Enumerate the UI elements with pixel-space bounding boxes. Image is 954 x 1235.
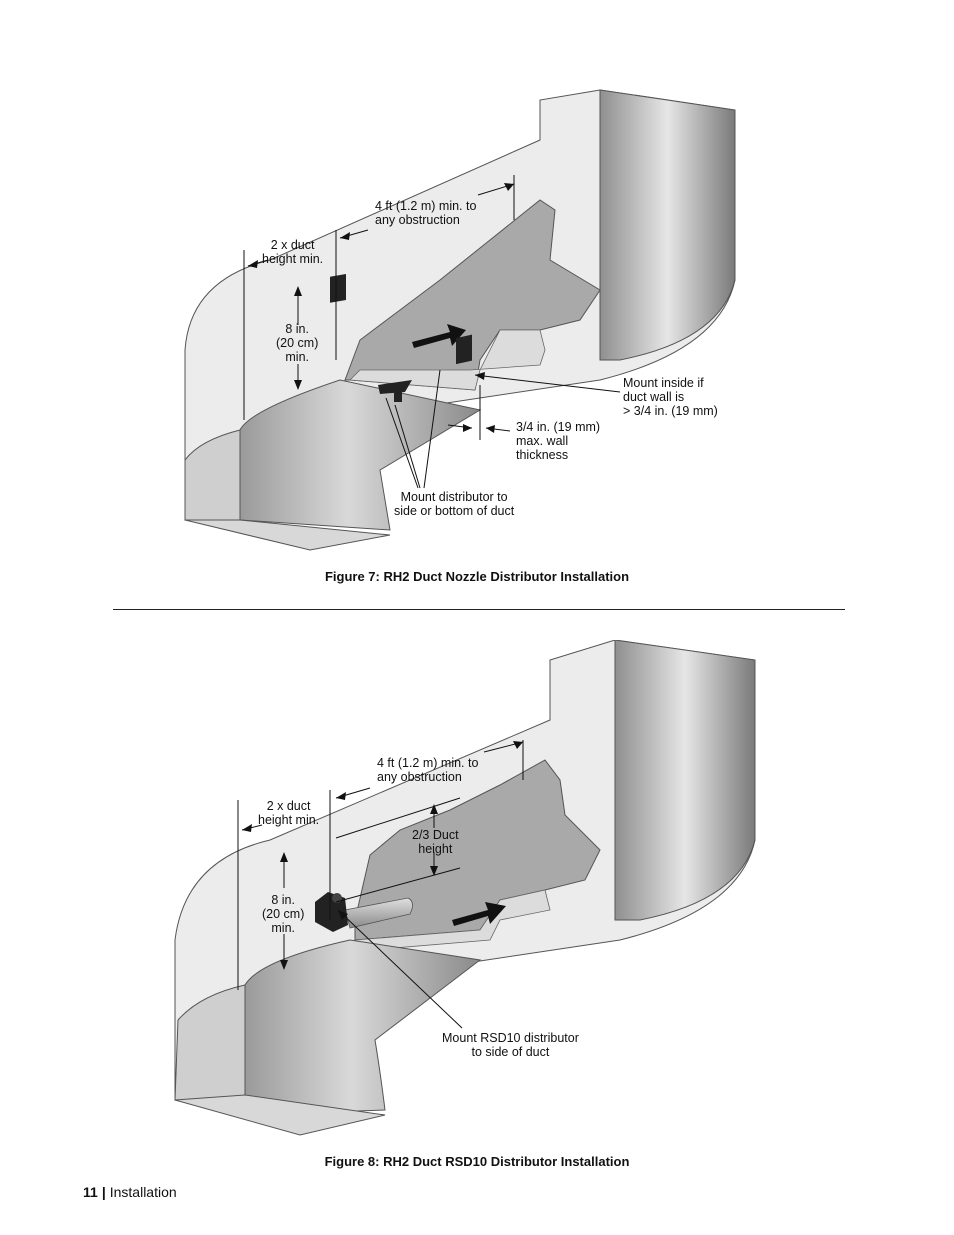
label-mount-inside: Mount inside if duct wall is > 3/4 in. (… xyxy=(623,376,718,418)
duct-opening xyxy=(174,1094,386,1136)
figure-7: 4 ft (1.2 m) min. to any obstruction 2 x… xyxy=(0,80,954,560)
label-two-thirds-duct-height: 2/3 Duct height xyxy=(412,828,459,856)
duct-nozzle-illustration xyxy=(184,89,736,551)
label-mount-distributor: Mount distributor to side or bottom of d… xyxy=(394,490,515,518)
label-wall-thickness: 3/4 in. (19 mm) max. wall thickness xyxy=(516,420,601,462)
label-duct-height-min: 2 x duct height min. xyxy=(258,799,320,827)
figure-8-caption: Figure 8: RH2 Duct RSD10 Distributor Ins… xyxy=(324,1154,630,1169)
nozzle-side-mount xyxy=(330,273,346,303)
divider-rule xyxy=(113,609,845,610)
label-8in-min: 8 in. (20 cm) min. xyxy=(276,322,319,364)
label-duct-height-min: 2 x duct height min. xyxy=(262,238,324,266)
figure-8: 4 ft (1.2 m) min. to any obstruction 2 x… xyxy=(0,640,954,1145)
label-obstruction-distance: 4 ft (1.2 m) min. to any obstruction xyxy=(375,199,477,227)
page-footer: 11|Installation xyxy=(83,1184,177,1200)
duct-opening xyxy=(184,519,391,551)
nozzle-bottom-mount xyxy=(378,380,412,402)
page-number: 11 xyxy=(83,1184,98,1200)
label-obstruction-distance: 4 ft (1.2 m) min. to any obstruction xyxy=(377,756,479,784)
duct-riser-front xyxy=(614,640,756,921)
airflow-arrow xyxy=(452,902,506,926)
footer-separator: | xyxy=(101,1184,106,1200)
duct-riser-front xyxy=(599,89,736,361)
figure-7-caption: Figure 7: RH2 Duct Nozzle Distributor In… xyxy=(324,569,630,584)
rsd10-tube xyxy=(344,897,413,929)
duct-bottom-section xyxy=(239,379,482,531)
footer-section: Installation xyxy=(109,1184,177,1200)
duct-bottom-section xyxy=(244,939,482,1116)
label-mount-rsd10: Mount RSD10 distributor to side of duct xyxy=(442,1031,579,1059)
nozzle-inside-mount xyxy=(456,334,472,365)
label-8in-min: 8 in. (20 cm) min. xyxy=(262,893,305,935)
duct-rsd10-illustration xyxy=(174,640,756,1136)
airflow-arrow xyxy=(412,324,466,348)
